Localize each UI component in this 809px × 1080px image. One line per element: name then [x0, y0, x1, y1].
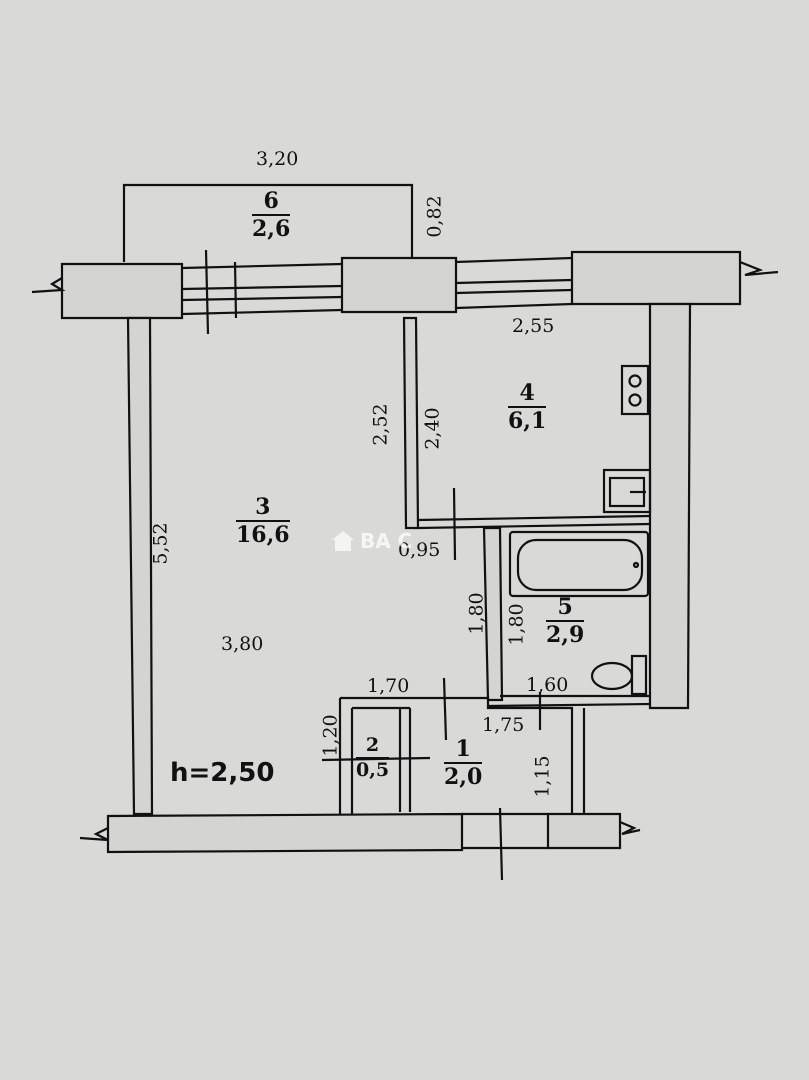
room-area: 2,9	[546, 622, 585, 649]
room-number: 1	[444, 737, 483, 765]
sink-icon	[602, 468, 652, 514]
dim-hall-inner-width: 1,75	[482, 714, 525, 736]
left-wall	[126, 316, 154, 816]
room-number: 3	[236, 495, 290, 523]
dim-bath-width: 1,60	[526, 674, 569, 696]
dim-balcony-depth: 0,82	[423, 195, 446, 238]
dim-kitchen-door: 0,95	[398, 539, 441, 561]
dim-closet-height: 1,20	[319, 714, 342, 757]
room-4-kitchen: 4 6,1	[508, 381, 547, 435]
room-number: 2	[356, 735, 390, 759]
room-area: 0,5	[356, 758, 390, 781]
dim-living-width: 3,80	[221, 633, 264, 655]
room-area: 2,0	[444, 764, 483, 791]
dim-kitchen-width: 2,55	[512, 315, 555, 337]
room-3-living: 3 16,6	[236, 495, 290, 549]
room-number: 5	[546, 595, 585, 623]
room-number: 6	[252, 189, 291, 217]
room-area: 16,6	[236, 522, 290, 549]
hall-walls	[340, 696, 574, 814]
room-area: 2,6	[252, 216, 291, 243]
room-5-bathroom: 5 2,9	[546, 595, 585, 649]
bathtub-icon	[508, 530, 650, 598]
toilet-icon	[590, 654, 648, 696]
balcony-outline	[122, 183, 414, 262]
room-6-balcony: 6 2,6	[252, 189, 291, 243]
watermark-text: ВА С	[360, 529, 413, 553]
top-exterior-wall	[31, 249, 779, 335]
dim-bath-height-left: 1,80	[465, 592, 488, 635]
room-area: 6,1	[508, 408, 547, 435]
house-logo-icon	[332, 531, 354, 551]
dim-hall-depth: 1,15	[531, 755, 554, 798]
ceiling-height: h=2,50	[170, 758, 275, 788]
dim-hall-width: 1,70	[367, 675, 410, 697]
bottom-exterior-wall	[79, 807, 641, 881]
dim-balcony-width: 3,20	[256, 148, 299, 170]
dim-kitchen-wall-inner: 2,40	[421, 407, 444, 450]
watermark: ВА С	[330, 529, 412, 553]
bathroom-wall-left	[482, 526, 504, 702]
kitchen-partition-wall	[402, 316, 420, 530]
stove-icon	[620, 364, 650, 416]
room-number: 4	[508, 381, 547, 409]
room-2-closet: 2 0,5	[356, 735, 390, 782]
right-wall	[648, 302, 692, 710]
dim-living-depth: 5,52	[149, 522, 172, 565]
dim-kitchen-wall-outer: 2,52	[369, 403, 392, 446]
room-1-hall: 1 2,0	[444, 737, 483, 791]
dim-bath-height-right: 1,80	[505, 603, 528, 646]
